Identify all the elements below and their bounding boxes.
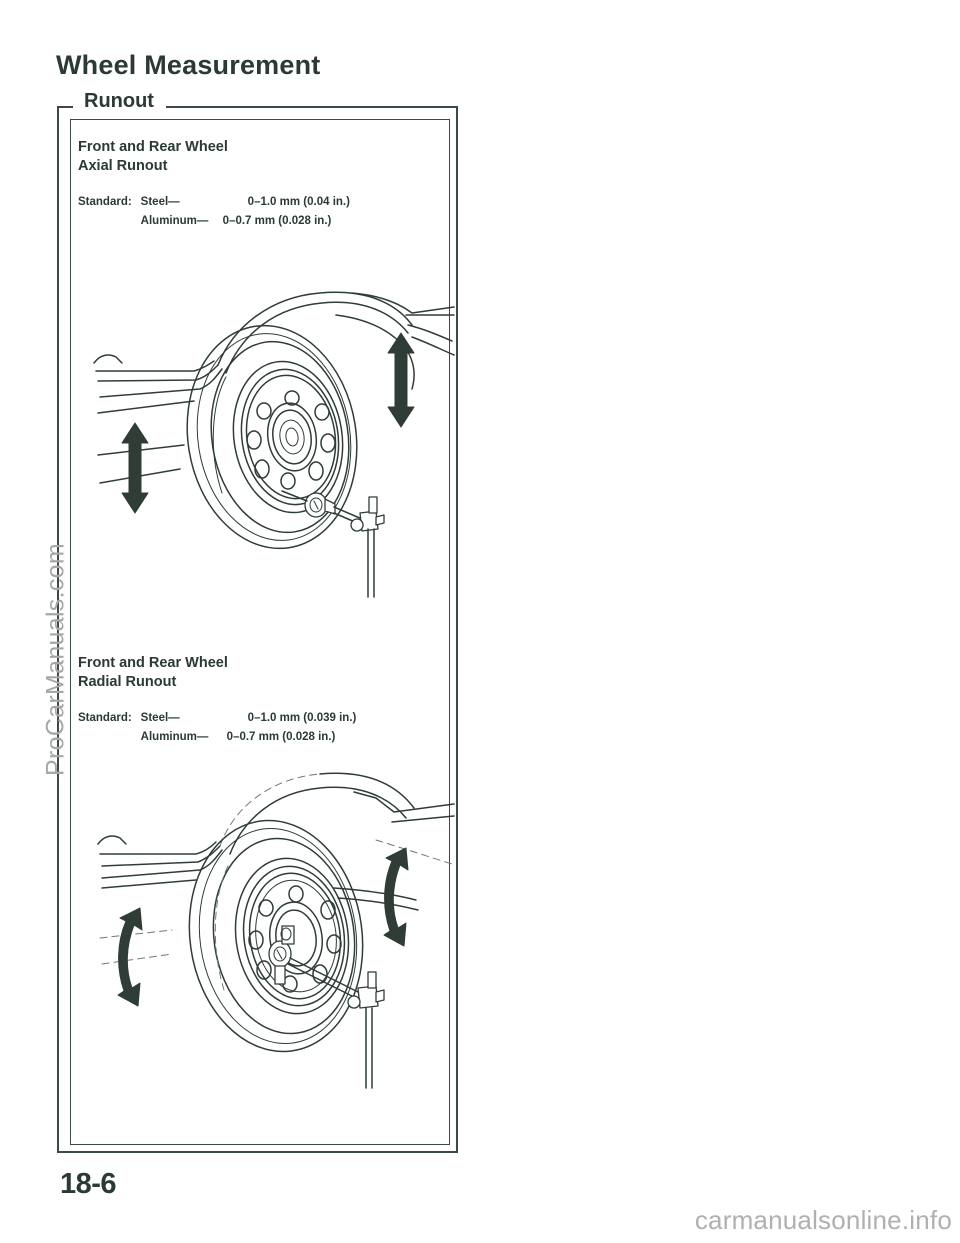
axial-row2-spacer [78,213,141,232]
table-row: Standard: Steel— 0–1.0 mm (0.039 in.) [78,710,356,729]
runout-section-frame: Runout [57,91,458,1153]
page-title: Wheel Measurement [56,50,321,80]
dial-indicator-gauge [268,925,385,1089]
dial-indicator-gauge [281,490,385,598]
radial-runout-spec: Front and Rear Wheel Radial Runout Stand… [78,654,356,748]
axial-arrow-left [121,422,149,514]
axial-value-steel: 0–1.0 mm (0.04 in.) [247,195,350,208]
radial-heading-line2: Radial Runout [78,674,177,691]
radial-spec-heading: Front and Rear Wheel Radial Runout [78,654,356,693]
frame-left-edge [57,106,59,1153]
page-number: 18-6 [60,1168,117,1200]
axial-heading-line1: Front and Rear Wheel [78,139,228,155]
illustration-panel [70,119,450,1145]
radial-material-aluminum: Aluminum— [140,730,209,743]
frame-bottom-edge [57,1151,458,1153]
axial-value-aluminum: 0–0.7 mm (0.028 in.) [222,214,332,227]
radial-value-aluminum: 0–0.7 mm (0.028 in.) [226,730,336,743]
axial-material-aluminum: Aluminum— [140,214,209,227]
axial-runout-spec: Front and Rear Wheel Axial Runout Standa… [78,138,350,232]
axial-standard-label: Standard: [78,195,132,208]
radial-arrow-right [383,847,409,947]
section-label: Runout [78,91,160,111]
radial-standard-table: Standard: Steel— 0–1.0 mm (0.039 in.) Al… [78,710,356,749]
axial-arrow-right [387,332,415,428]
axial-heading-line2: Axial Runout [78,158,168,175]
frame-top-rule [166,106,458,108]
table-row: Standard: Steel— 0–1.0 mm (0.04 in.) [78,194,350,213]
radial-arrow-left [117,907,143,1007]
frame-right-edge [456,106,458,1153]
table-row: Aluminum— 0–0.7 mm (0.028 in.) [78,213,350,232]
axial-material-steel: Steel— [140,195,180,208]
watermark-carmanualsonline: carmanualsonline.info [694,1205,952,1235]
table-row: Aluminum— 0–0.7 mm (0.028 in.) [78,729,356,748]
radial-row2-spacer [78,729,141,748]
axial-runout-figure [76,285,456,615]
frame-top-stub [57,106,73,108]
radial-material-steel: Steel— [140,711,180,724]
radial-heading-line1: Front and Rear Wheel [78,655,228,671]
axial-spec-heading: Front and Rear Wheel Axial Runout [78,138,350,177]
radial-runout-figure [76,768,456,1113]
watermark-procarmanuals: ProCarManuals.com [41,543,70,776]
radial-standard-label: Standard: [78,711,132,724]
radial-value-steel: 0–1.0 mm (0.039 in.) [247,711,357,724]
axial-standard-table: Standard: Steel— 0–1.0 mm (0.04 in.) Alu… [78,194,350,233]
